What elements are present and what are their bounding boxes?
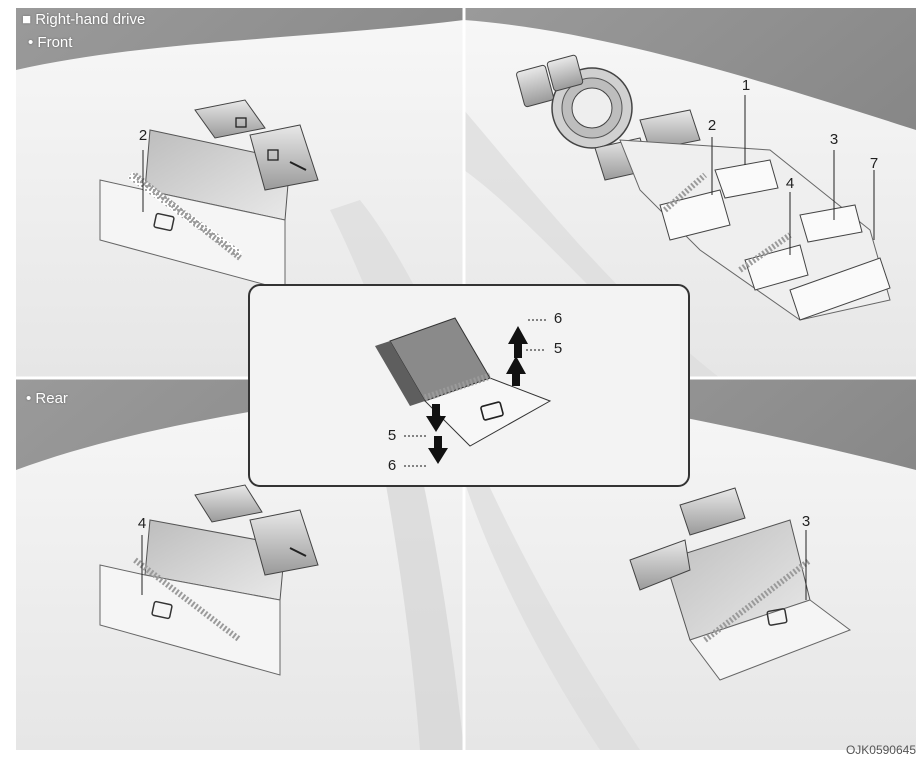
- callout-number: 5: [382, 428, 402, 444]
- callout-number: 2: [702, 118, 722, 134]
- callout-number: 6: [548, 311, 568, 327]
- switch-operation-inset: 6 5 5 6: [248, 284, 690, 487]
- callout-number: 3: [824, 132, 844, 148]
- up-arrow-icon: [506, 356, 526, 386]
- inset-drawing: [250, 286, 690, 487]
- callout-number: 4: [780, 176, 800, 192]
- callout-number: 1: [736, 78, 756, 94]
- callout-number: 4: [132, 516, 152, 532]
- rear-label: • Rear: [26, 390, 68, 408]
- square-bullet-icon: ■: [22, 11, 31, 28]
- front-label: • Front: [28, 34, 72, 52]
- header-title-row: ■ Right-hand drive: [22, 11, 145, 29]
- down-arrow-icon: [428, 436, 448, 464]
- callout-number: 6: [382, 458, 402, 474]
- drive-type-title: Right-hand drive: [35, 11, 145, 28]
- up-arrow-icon: [508, 326, 528, 358]
- callout-number: 2: [133, 128, 153, 144]
- callout-number: 5: [548, 341, 568, 357]
- callout-number: 7: [864, 156, 884, 172]
- callout-number: 3: [796, 514, 816, 530]
